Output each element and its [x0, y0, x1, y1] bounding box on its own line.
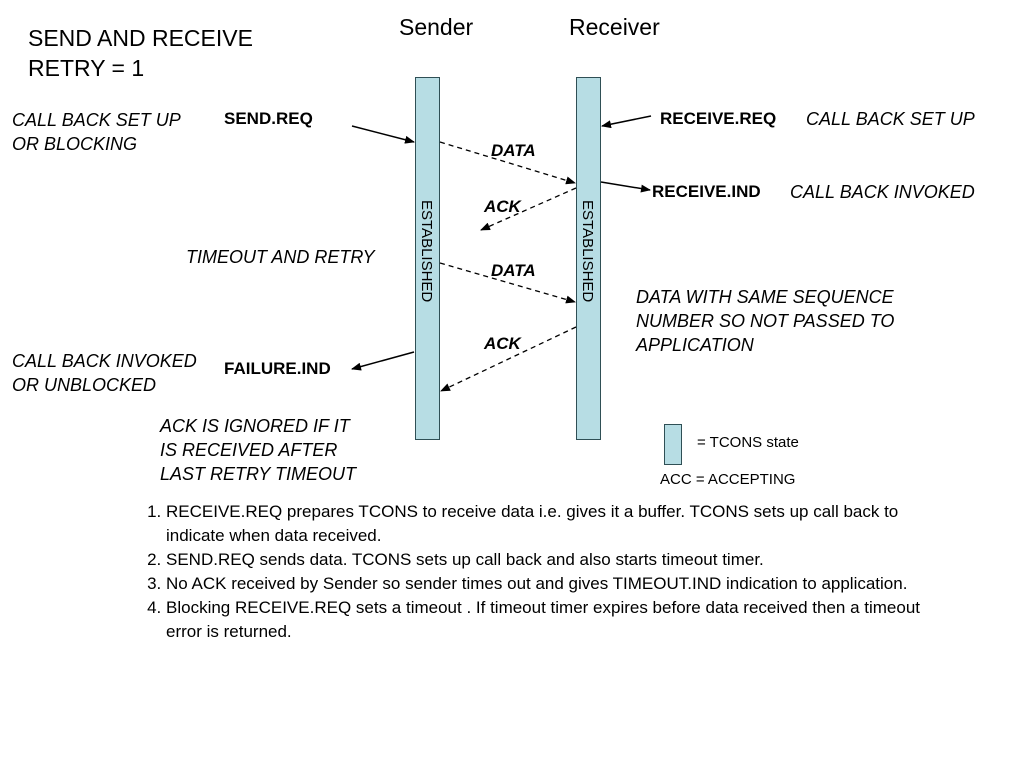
data-arrow-2	[439, 262, 576, 304]
legend-acc-label: ACC = ACCEPTING	[660, 471, 796, 488]
receive-ind-label: RECEIVE.IND	[652, 182, 761, 201]
ack-ignored-line-3: LAST RETRY TIMEOUT	[160, 464, 357, 484]
send-callback-note: CALL BACK SET UP OR BLOCKING	[12, 108, 181, 156]
note-item: RECEIVE.REQ prepares TCONS to receive da…	[166, 500, 926, 548]
failure-callback-line-2: OR UNBLOCKED	[12, 375, 157, 395]
note-item: SEND.REQ sends data. TCONS sets up call …	[166, 548, 926, 572]
ack-label-1: ACK	[484, 197, 521, 216]
duplicate-data-note: DATA WITH SAME SEQUENCE NUMBER SO NOT PA…	[636, 285, 894, 357]
title-line-2: RETRY = 1	[28, 55, 145, 81]
ack-ignored-line-2: IS RECEIVED AFTER	[160, 440, 338, 460]
explanation-list: RECEIVE.REQ prepares TCONS to receive da…	[126, 500, 926, 644]
ack-label-2: ACK	[484, 334, 521, 353]
ack-ignored-line-1: ACK IS IGNORED IF IT	[160, 416, 350, 436]
sender-state-label: ESTABLISHED	[418, 200, 435, 303]
send-req-label: SEND.REQ	[224, 109, 313, 128]
duplicate-line-3: APPLICATION	[636, 335, 754, 355]
failure-callback-line-1: CALL BACK INVOKED	[12, 351, 197, 371]
duplicate-line-2: NUMBER SO NOT PASSED TO	[636, 311, 895, 331]
timeout-retry-note: TIMEOUT AND RETRY	[186, 247, 375, 267]
data-arrow-1	[439, 141, 576, 185]
title-line-1: SEND AND RECEIVE	[28, 25, 253, 51]
receive-req-arrow	[601, 115, 652, 129]
send-callback-line-1: CALL BACK SET UP	[12, 110, 181, 130]
sender-lifeline	[415, 77, 440, 440]
legend-state-label: = TCONS state	[697, 434, 799, 451]
note-item: Blocking RECEIVE.REQ sets a timeout . If…	[166, 596, 926, 644]
receive-invoked-note: CALL BACK INVOKED	[790, 182, 975, 202]
failure-ind-arrow	[351, 351, 415, 371]
receiver-lifeline	[576, 77, 601, 440]
receive-req-label: RECEIVE.REQ	[660, 109, 777, 128]
failure-ind-label: FAILURE.IND	[224, 359, 331, 378]
legend-swatch	[664, 424, 682, 465]
send-callback-line-2: OR BLOCKING	[12, 134, 138, 154]
receive-ind-arrow	[600, 181, 651, 193]
failure-callback-note: CALL BACK INVOKED OR UNBLOCKED	[12, 349, 197, 397]
send-req-arrow	[351, 125, 415, 144]
receiver-state-label: ESTABLISHED	[579, 200, 596, 303]
diagram-title: SEND AND RECEIVE RETRY = 1	[28, 23, 253, 83]
ack-ignored-note: ACK IS IGNORED IF IT IS RECEIVED AFTER L…	[160, 414, 356, 486]
receiver-header: Receiver	[569, 14, 660, 40]
ack-arrow-2	[440, 326, 577, 392]
duplicate-line-1: DATA WITH SAME SEQUENCE	[636, 287, 894, 307]
note-item: No ACK received by Sender so sender time…	[166, 572, 926, 596]
data-label-1: DATA	[491, 141, 536, 160]
receive-callback-note: CALL BACK SET UP	[806, 109, 975, 129]
sender-header: Sender	[399, 14, 474, 40]
data-label-2: DATA	[491, 261, 536, 280]
